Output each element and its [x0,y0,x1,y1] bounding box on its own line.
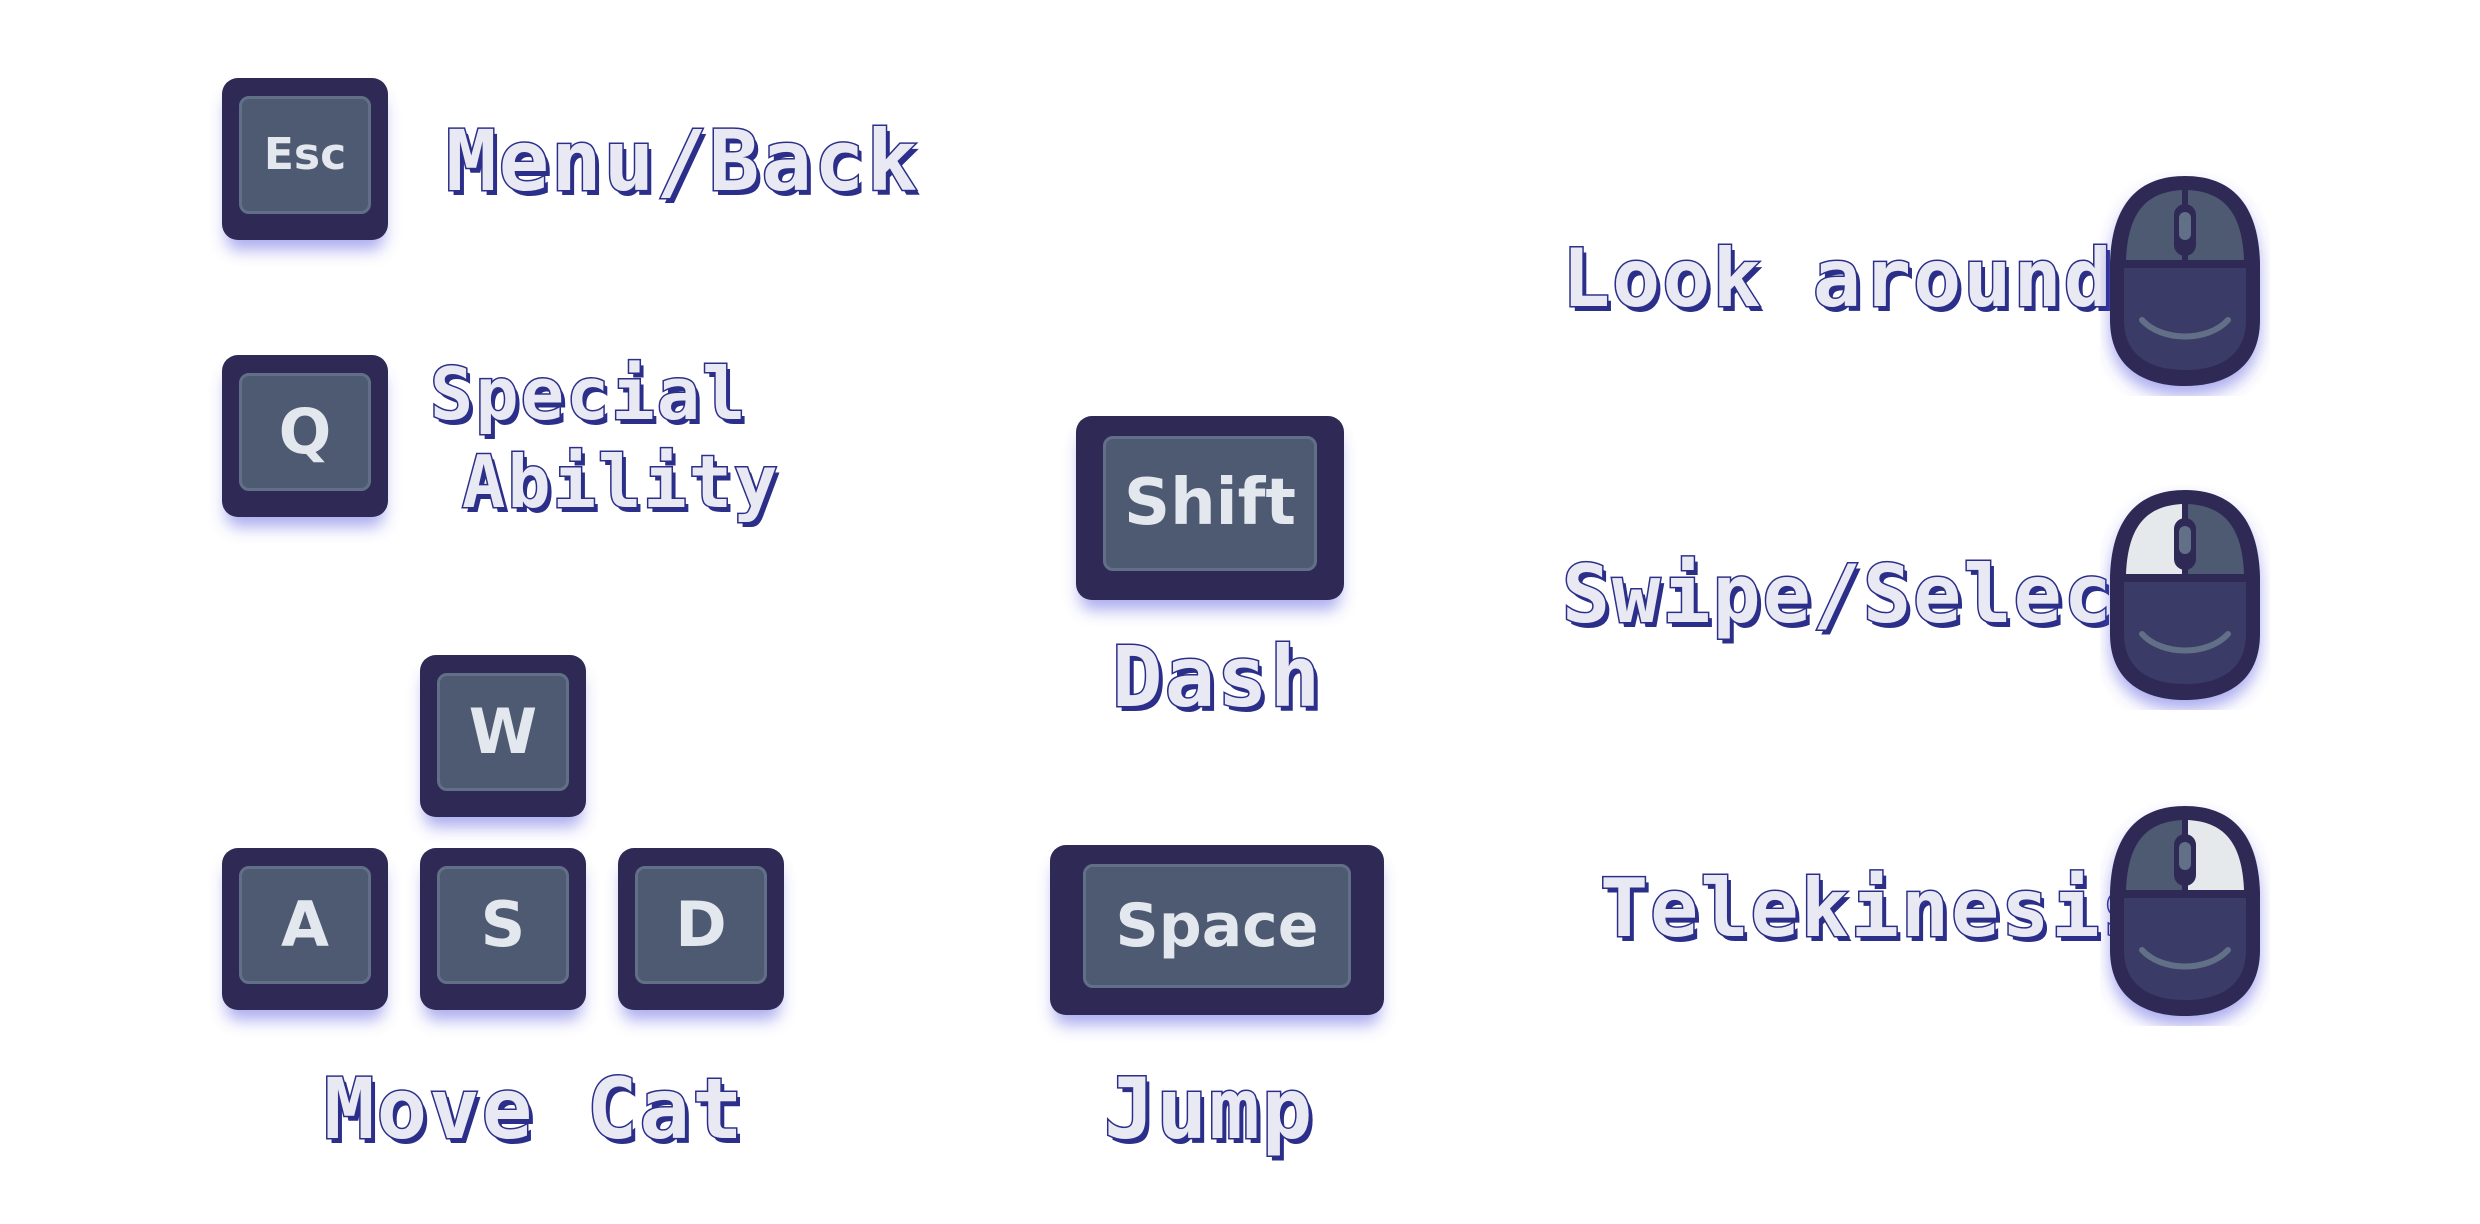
mouse-right-click-icon [2110,806,2260,1016]
telekinesis-label: Telekinesis [1599,861,2152,957]
q-key-icon: Q [222,355,388,517]
move-cat-label: Move Cat [323,1059,745,1160]
mouse-left-click-icon [2110,490,2260,700]
shift-key-cap: Shift [1102,436,1318,571]
mouse-move-icon [2110,176,2260,386]
w-key-icon: W [420,655,586,817]
s-key-cap: S [436,865,570,985]
swipe-select-label: Swipe/Select [1561,547,2164,643]
menu-back-label: Menu/Back [444,111,920,212]
esc-key-icon: Esc [222,78,388,240]
jump-label: Jump [1102,1059,1315,1160]
a-key-icon: A [222,848,388,1010]
esc-key-cap: Esc [238,95,372,215]
dash-label: Dash [1110,627,1323,728]
q-key-cap: Q [238,372,372,492]
shift-key-icon: Shift [1076,416,1344,600]
w-key-cap: W [436,672,570,792]
special-ability-label-line2: Ability [460,439,780,526]
space-key-icon: Space [1050,845,1384,1015]
space-key-cap: Space [1083,863,1351,988]
s-key-icon: S [420,848,586,1010]
a-key-cap: A [238,865,372,985]
special-ability-label-line1: Special [428,351,748,438]
look-around-label: Look around [1561,231,2114,327]
d-key-icon: D [618,848,784,1010]
d-key-cap: D [634,865,768,985]
